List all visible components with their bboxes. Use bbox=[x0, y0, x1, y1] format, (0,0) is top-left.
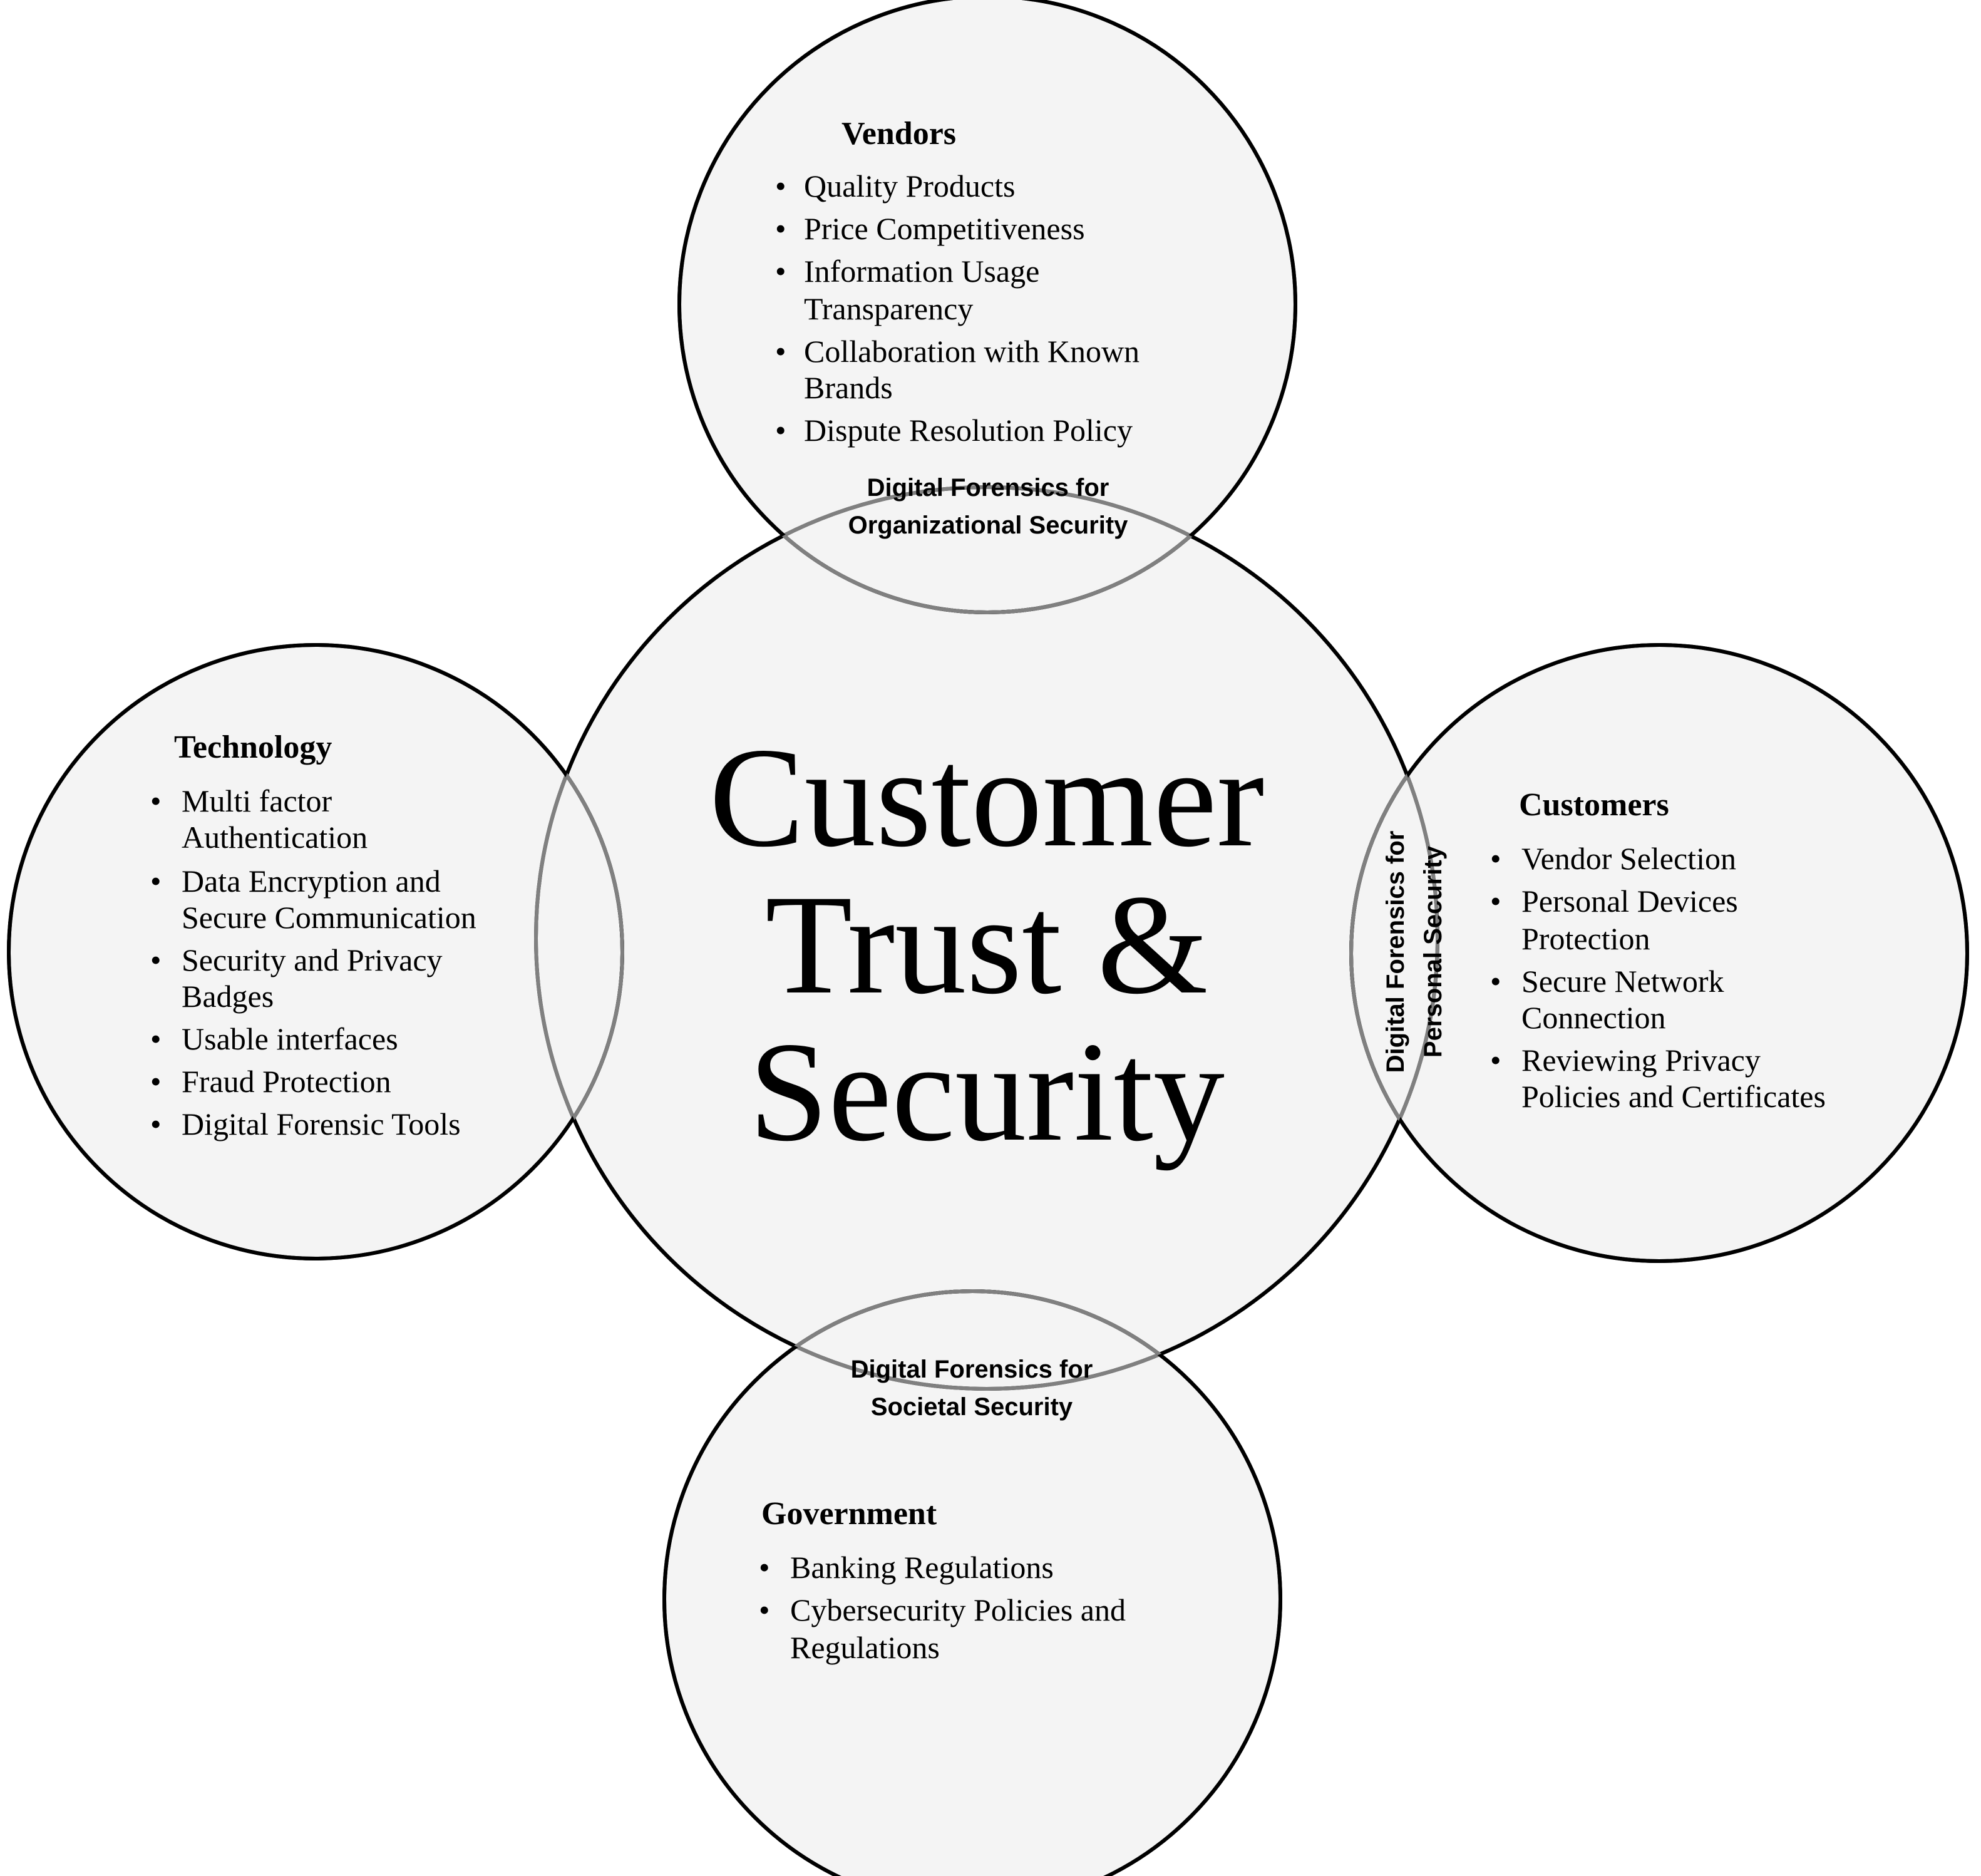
technology-item: Fraud Protection bbox=[182, 1064, 391, 1099]
vendors-item: Brands bbox=[804, 370, 893, 405]
bullet: • bbox=[1490, 841, 1501, 876]
customers-item: Policies and Certificates bbox=[1521, 1079, 1826, 1114]
customers-overlap-outline bbox=[1349, 643, 1438, 1263]
vendors-item: Information Usage bbox=[804, 254, 1039, 289]
customers-group: Customers • Vendor Selection • Personal … bbox=[1490, 787, 1826, 1114]
overlap-societal-label: Digital Forensics for Societal Security bbox=[851, 1356, 1093, 1421]
bullet: • bbox=[1490, 1043, 1501, 1078]
technology-title: Technology bbox=[174, 729, 332, 765]
overlap-organizational-line: Organizational Security bbox=[848, 512, 1129, 539]
bullet: • bbox=[775, 211, 786, 246]
government-title: Government bbox=[761, 1496, 937, 1532]
vendors-title: Vendors bbox=[841, 116, 956, 152]
technology-item: Usable interfaces bbox=[182, 1021, 398, 1056]
center-title-line: Customer bbox=[709, 719, 1265, 877]
overlap-organizational-line: Digital Forensics for bbox=[867, 474, 1109, 502]
technology-item: Security and Privacy bbox=[182, 942, 443, 977]
customers-item: Secure Network bbox=[1521, 964, 1724, 999]
customers-item: Personal Devices bbox=[1521, 884, 1738, 919]
vendors-item: Quality Products bbox=[804, 168, 1015, 204]
technology-item: Badges bbox=[182, 979, 274, 1014]
overlap-organizational-label: Digital Forensics for Organizational Sec… bbox=[848, 474, 1129, 539]
overlap-personal-line: Digital Forensics for bbox=[1382, 831, 1409, 1073]
government-item: Cybersecurity Policies and bbox=[790, 1592, 1126, 1627]
bullet: • bbox=[1490, 884, 1501, 919]
bullet: • bbox=[775, 334, 786, 369]
government-group: Government • Banking Regulations • Cyber… bbox=[759, 1496, 1126, 1665]
customers-item: Reviewing Privacy bbox=[1521, 1043, 1761, 1078]
overlap-personal-label: Digital Forensics for Personal Security bbox=[1382, 831, 1447, 1073]
government-overlap-outline bbox=[662, 1289, 1282, 1389]
bullet: • bbox=[1490, 964, 1501, 999]
bullet: • bbox=[775, 168, 786, 204]
technology-item: Authentication bbox=[182, 820, 368, 855]
technology-group: Technology • Multi factor Authentication… bbox=[150, 729, 476, 1142]
bullet: • bbox=[759, 1592, 770, 1627]
bullet: • bbox=[759, 1550, 770, 1585]
customers-item: Protection bbox=[1521, 921, 1650, 956]
overlap-societal-line: Societal Security bbox=[871, 1393, 1073, 1421]
vendors-overlap-outline bbox=[677, 487, 1297, 614]
government-item: Banking Regulations bbox=[790, 1550, 1054, 1585]
bullet: • bbox=[775, 254, 786, 289]
vendors-group: Vendors • Quality Products • Price Compe… bbox=[775, 116, 1140, 448]
customers-item: Connection bbox=[1521, 1000, 1666, 1035]
bullet: • bbox=[775, 413, 786, 448]
bullet: • bbox=[150, 1021, 162, 1056]
technology-item: Secure Communication bbox=[182, 900, 476, 935]
bullet: • bbox=[150, 1064, 162, 1099]
technology-item: Data Encryption and bbox=[182, 863, 441, 899]
technology-item: Multi factor bbox=[182, 783, 332, 818]
technology-overlap-outline bbox=[536, 643, 624, 1260]
technology-item: Digital Forensic Tools bbox=[182, 1106, 461, 1142]
overlap-societal-line: Digital Forensics for bbox=[851, 1356, 1093, 1383]
vendors-item: Transparency bbox=[804, 291, 973, 326]
center-title-line: Security bbox=[749, 1013, 1225, 1171]
center-circle-overlap-outline bbox=[534, 485, 1439, 1391]
customers-title: Customers bbox=[1519, 787, 1669, 823]
customers-item: Vendor Selection bbox=[1521, 841, 1736, 876]
government-item: Regulations bbox=[790, 1630, 940, 1665]
vendors-item: Collaboration with Known bbox=[804, 334, 1140, 369]
center-title: Customer Trust & Security bbox=[709, 719, 1265, 1171]
vendors-item: Price Competitiveness bbox=[804, 211, 1085, 246]
center-title-line: Trust & bbox=[765, 866, 1208, 1024]
bullet: • bbox=[150, 863, 162, 899]
bullet: • bbox=[150, 783, 162, 818]
vendors-item: Dispute Resolution Policy bbox=[804, 413, 1133, 448]
bullet: • bbox=[150, 1106, 162, 1142]
overlap-personal-line: Personal Security bbox=[1419, 845, 1447, 1058]
bullet: • bbox=[150, 942, 162, 977]
